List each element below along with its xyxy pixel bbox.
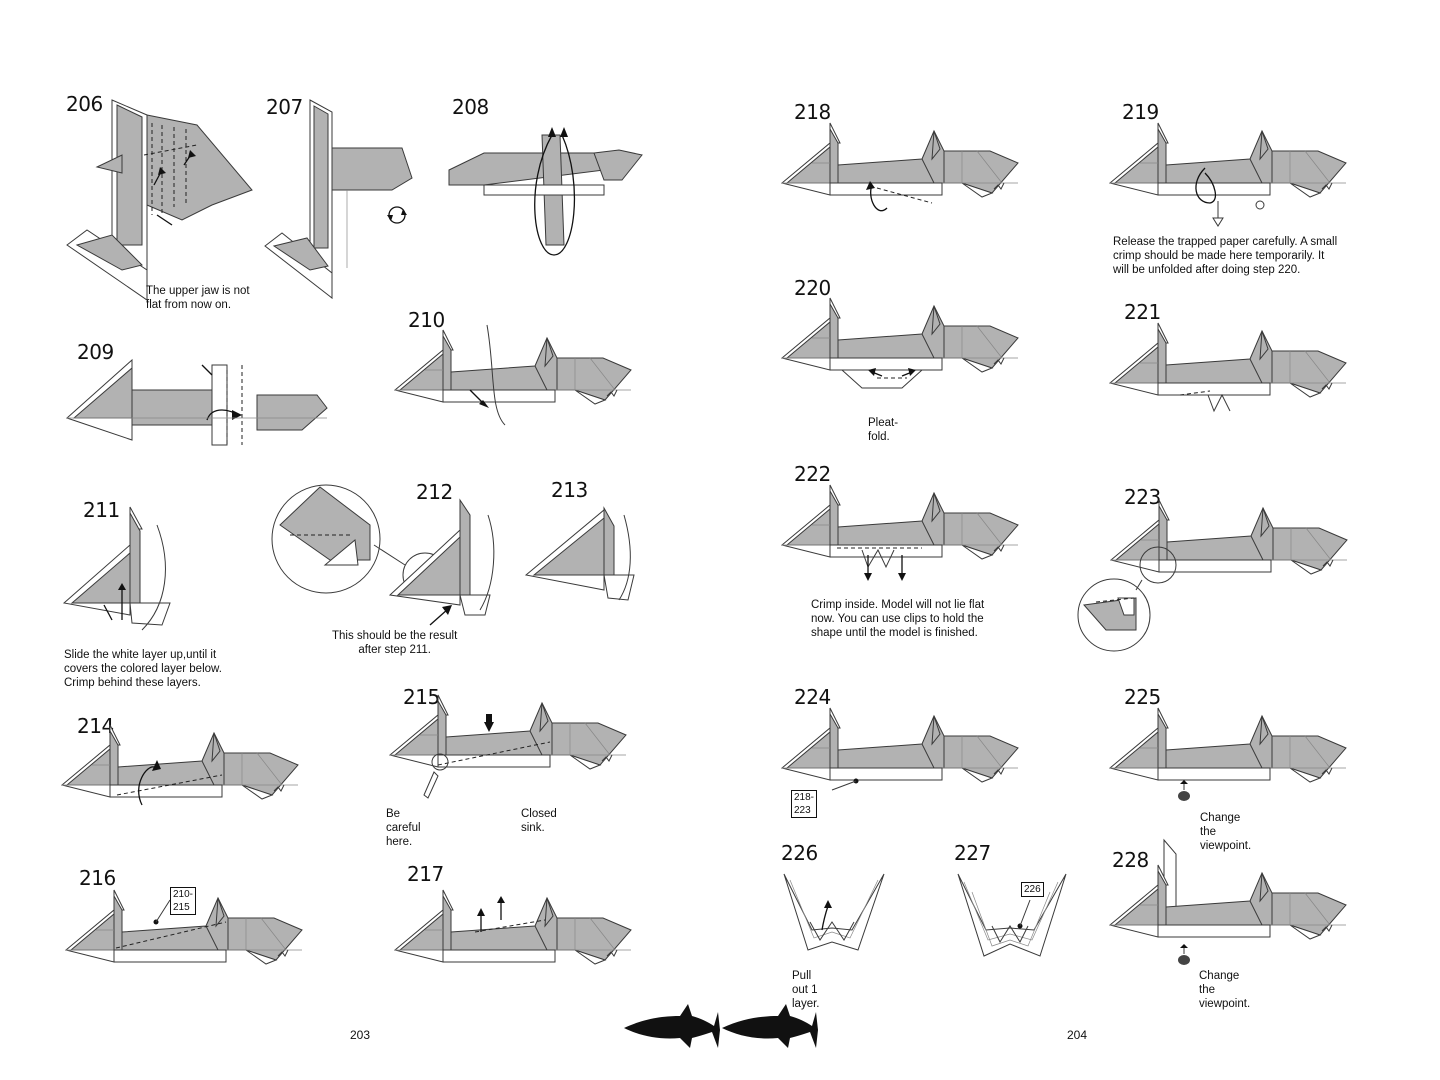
- step-225-diagram: [1109, 707, 1347, 783]
- step-218-diagram: [781, 122, 1019, 212]
- step-number: 213: [551, 478, 588, 502]
- reference-box: 210-215: [170, 887, 197, 915]
- step-number: 208: [452, 95, 489, 119]
- step-number: 214: [77, 714, 114, 738]
- step-226-caption: Pull out 1 layer.: [792, 970, 820, 1010]
- step-216-diagram: [65, 889, 303, 965]
- step-211-caption: Slide the white layer up,until it covers…: [64, 649, 222, 689]
- rotate-icon: [387, 206, 407, 224]
- reference-box: 226: [1021, 882, 1044, 897]
- step-number: 215: [403, 685, 440, 709]
- step-227-diagram: [957, 873, 1067, 957]
- step-211-diagram: [62, 506, 171, 631]
- step-212-caption: This should be the result after step 211…: [332, 630, 458, 656]
- step-number: 222: [794, 462, 831, 486]
- step-number: 206: [66, 92, 103, 116]
- step-212-diagram: [271, 484, 495, 626]
- step-number: 216: [79, 866, 116, 890]
- step-number: 221: [1124, 300, 1161, 324]
- step-221-diagram: [1109, 322, 1347, 413]
- step-206-caption: The upper jaw is not flat from now on.: [146, 285, 250, 311]
- step-215-diagram: [389, 694, 627, 799]
- shark-silhouettes-icon: [624, 1004, 818, 1048]
- step-225-caption: Change the viewpoint.: [1200, 812, 1252, 852]
- step-number: 218: [794, 100, 831, 124]
- step-206-diagram: [66, 99, 253, 302]
- step-223-diagram: [1077, 499, 1348, 652]
- step-209-diagram: [66, 358, 328, 446]
- step-number: 227: [954, 841, 991, 865]
- step-208-diagram: [448, 127, 643, 256]
- step-215-caption-right: Closed sink.: [521, 808, 557, 834]
- step-number: 228: [1112, 848, 1149, 872]
- step-228-diagram: [1109, 838, 1347, 940]
- page-number-right: 204: [1067, 1028, 1088, 1042]
- step-219-caption: Release the trapped paper carefully. A s…: [1113, 236, 1338, 276]
- step-219-diagram: [1109, 122, 1347, 227]
- step-215-caption-left: Be careful here.: [386, 808, 421, 848]
- step-number: 220: [794, 276, 831, 300]
- step-222-diagram: [781, 484, 1019, 581]
- step-number: 226: [781, 841, 818, 865]
- step-number: 217: [407, 862, 444, 886]
- step-207-diagram: [264, 99, 413, 300]
- step-214-diagram: [61, 724, 299, 806]
- step-210-diagram: [394, 324, 632, 426]
- step-number: 223: [1124, 485, 1161, 509]
- step-number: 224: [794, 685, 831, 709]
- eye-viewpoint-icon: [1178, 780, 1190, 801]
- step-number: 209: [77, 340, 114, 364]
- page-number-left: 203: [350, 1028, 371, 1042]
- step-226-diagram: [783, 873, 885, 951]
- step-220-diagram: [781, 297, 1019, 389]
- step-number: 219: [1122, 100, 1159, 124]
- step-217-diagram: [394, 889, 632, 965]
- step-222-caption: Crimp inside. Model will not lie flat no…: [811, 599, 985, 639]
- step-228-caption: Change the viewpoint.: [1199, 970, 1251, 1010]
- step-213-diagram: [524, 506, 635, 601]
- step-224-diagram: [781, 707, 1019, 791]
- step-number: 212: [416, 480, 453, 504]
- eye-viewpoint-icon: [1178, 944, 1190, 965]
- step-number: 207: [266, 95, 303, 119]
- step-number: 225: [1124, 685, 1161, 709]
- step-number: 211: [83, 498, 120, 522]
- reference-box: 218-223: [791, 790, 818, 818]
- step-number: 210: [408, 308, 445, 332]
- step-220-caption: Pleat-fold.: [868, 417, 899, 443]
